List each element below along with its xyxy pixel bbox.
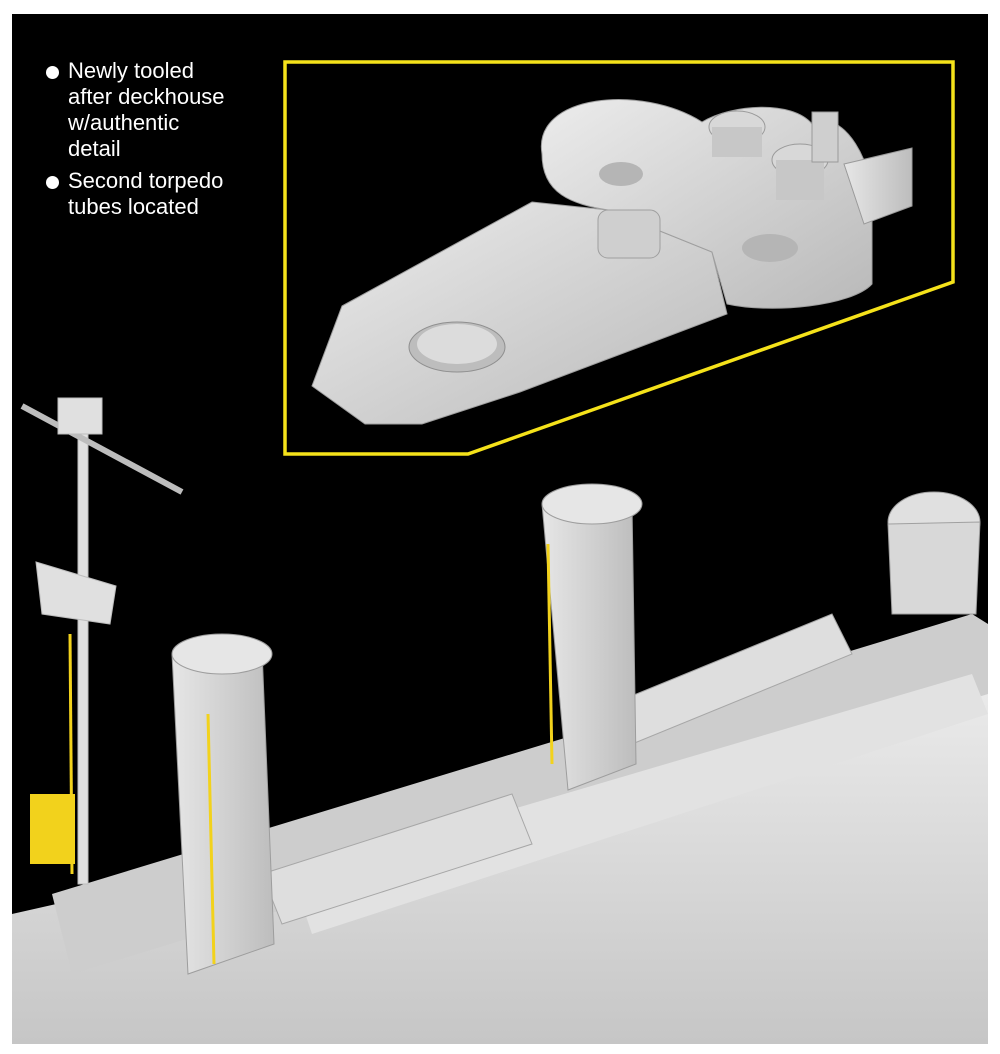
bullet-icon	[46, 176, 59, 189]
mast	[20, 397, 184, 885]
callout-deckhouse: Newly tooled after deckhouse w/authentic…	[42, 58, 282, 162]
callout-torpedo-tubes: Second torpedo tubes located	[42, 168, 282, 220]
forward-funnel	[171, 633, 275, 975]
callout-text: Newly tooled after deckhouse w/authentic…	[68, 58, 225, 161]
torpedo-tubes	[261, 613, 853, 925]
ship-model-illustration	[12, 60, 988, 1044]
callout-text: Second torpedo tubes located	[68, 168, 224, 219]
gun-director	[887, 491, 981, 615]
highlight-frame	[283, 60, 955, 456]
yellow-canister	[30, 794, 75, 864]
bullet-icon	[46, 66, 59, 79]
product-render: Newly tooled after deckhouse w/authentic…	[12, 14, 988, 1044]
aft-funnel	[541, 483, 643, 791]
feature-callouts: Newly tooled after deckhouse w/authentic…	[42, 58, 282, 226]
deckhouse-part	[311, 99, 913, 425]
